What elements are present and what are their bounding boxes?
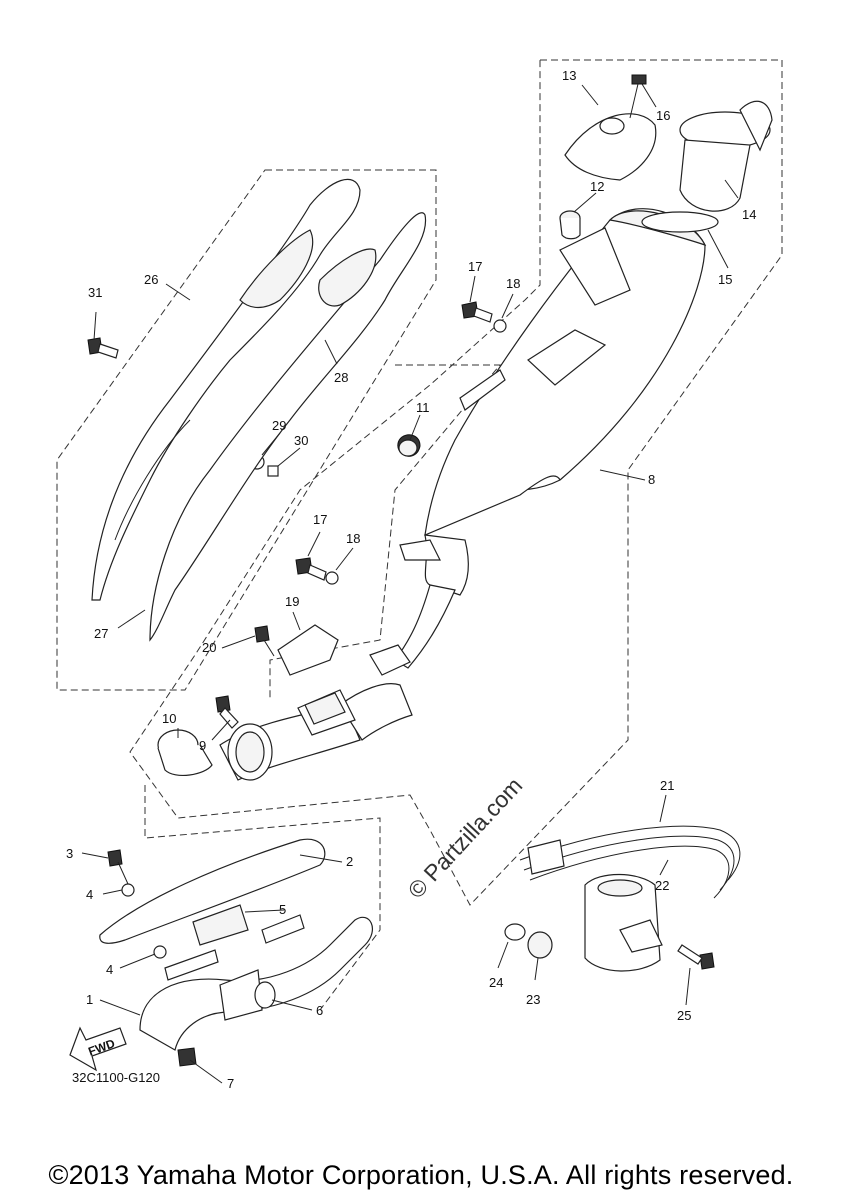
collar-24	[504, 923, 526, 941]
callout-14: 14	[742, 207, 756, 222]
bolt-17-lower	[295, 557, 327, 581]
callout-16: 16	[656, 108, 670, 123]
group-outline-pipe	[144, 785, 381, 1011]
bracket	[369, 644, 411, 676]
callout-10: 10	[162, 711, 176, 726]
heat-protector-19	[277, 624, 339, 676]
callout-18b: 18	[346, 531, 360, 546]
callout-17b: 17	[313, 512, 327, 527]
washer-4-upper	[121, 883, 135, 897]
grommet-11	[398, 439, 418, 457]
gasket-10	[157, 729, 213, 777]
callout-4b: 4	[106, 962, 113, 977]
callout-4a: 4	[86, 887, 93, 902]
callout-2: 2	[346, 854, 353, 869]
bolt-17-upper	[461, 301, 493, 323]
washer-4-lower	[153, 945, 167, 959]
bolt-20	[254, 625, 275, 657]
damper-23	[527, 931, 553, 959]
callout-24: 24	[489, 975, 503, 990]
callout-6: 6	[316, 1003, 323, 1018]
callout-28: 28	[334, 370, 348, 385]
bolt-9	[215, 695, 239, 729]
group-outline-muffler	[129, 59, 783, 906]
end-cap	[564, 113, 657, 181]
washer-18-lower	[325, 571, 339, 585]
callout-19: 19	[285, 594, 299, 609]
callout-11: 11	[416, 400, 430, 415]
callout-20: 20	[202, 640, 216, 655]
callout-31: 31	[88, 285, 102, 300]
callout-5: 5	[279, 902, 286, 917]
end-tube	[679, 100, 773, 212]
bolt-16	[629, 74, 647, 119]
callout-27: 27	[94, 626, 108, 641]
collar-30	[267, 465, 279, 477]
callout-21: 21	[660, 778, 674, 793]
inner-cover	[149, 212, 427, 642]
protector-2	[99, 838, 326, 944]
copyright-notice: ©2013 Yamaha Motor Corporation, U.S.A. A…	[48, 1160, 794, 1190]
muffler-assembly	[394, 208, 707, 669]
leader-lines	[81, 83, 739, 1084]
callout-26: 26	[144, 272, 158, 287]
reference-code: 32C1100-G120	[72, 1070, 160, 1085]
callout-7: 7	[227, 1076, 234, 1091]
gasket	[641, 211, 719, 233]
callout-29: 29	[272, 418, 286, 433]
callout-8: 8	[648, 472, 655, 487]
callout-13: 13	[562, 68, 576, 83]
servo-motor	[584, 873, 663, 972]
outer-cover	[91, 178, 361, 601]
control-cables	[519, 825, 741, 899]
callout-30: 30	[294, 433, 308, 448]
group-outline-covers	[56, 169, 437, 691]
bolt-25	[677, 944, 715, 970]
fwd-arrow: FWD	[69, 1026, 127, 1072]
bolt-3	[107, 849, 129, 885]
washer-18-upper	[493, 319, 507, 333]
callout-15: 15	[718, 272, 732, 287]
callout-9: 9	[199, 738, 206, 753]
callout-23: 23	[526, 992, 540, 1007]
nut-7	[177, 1047, 197, 1067]
exhaust-pipe-1	[139, 914, 373, 1051]
group-outline-inner	[269, 364, 502, 700]
bolt-31	[87, 337, 119, 359]
callout-12: 12	[590, 179, 604, 194]
callout-18a: 18	[506, 276, 520, 291]
callout-17a: 17	[468, 259, 482, 274]
callout-labels: 1 2 3 4 4 5 6 7 8 9 10 11 12 13 14 15 16…	[66, 68, 756, 1091]
grommet-12	[559, 210, 581, 240]
callout-1: 1	[86, 992, 93, 1007]
protector-5	[192, 904, 249, 946]
callout-25: 25	[677, 1008, 691, 1023]
clamp-9	[227, 723, 273, 781]
watermark: © Partzilla.com	[403, 772, 528, 903]
callout-3: 3	[66, 846, 73, 861]
callout-22: 22	[655, 878, 669, 893]
